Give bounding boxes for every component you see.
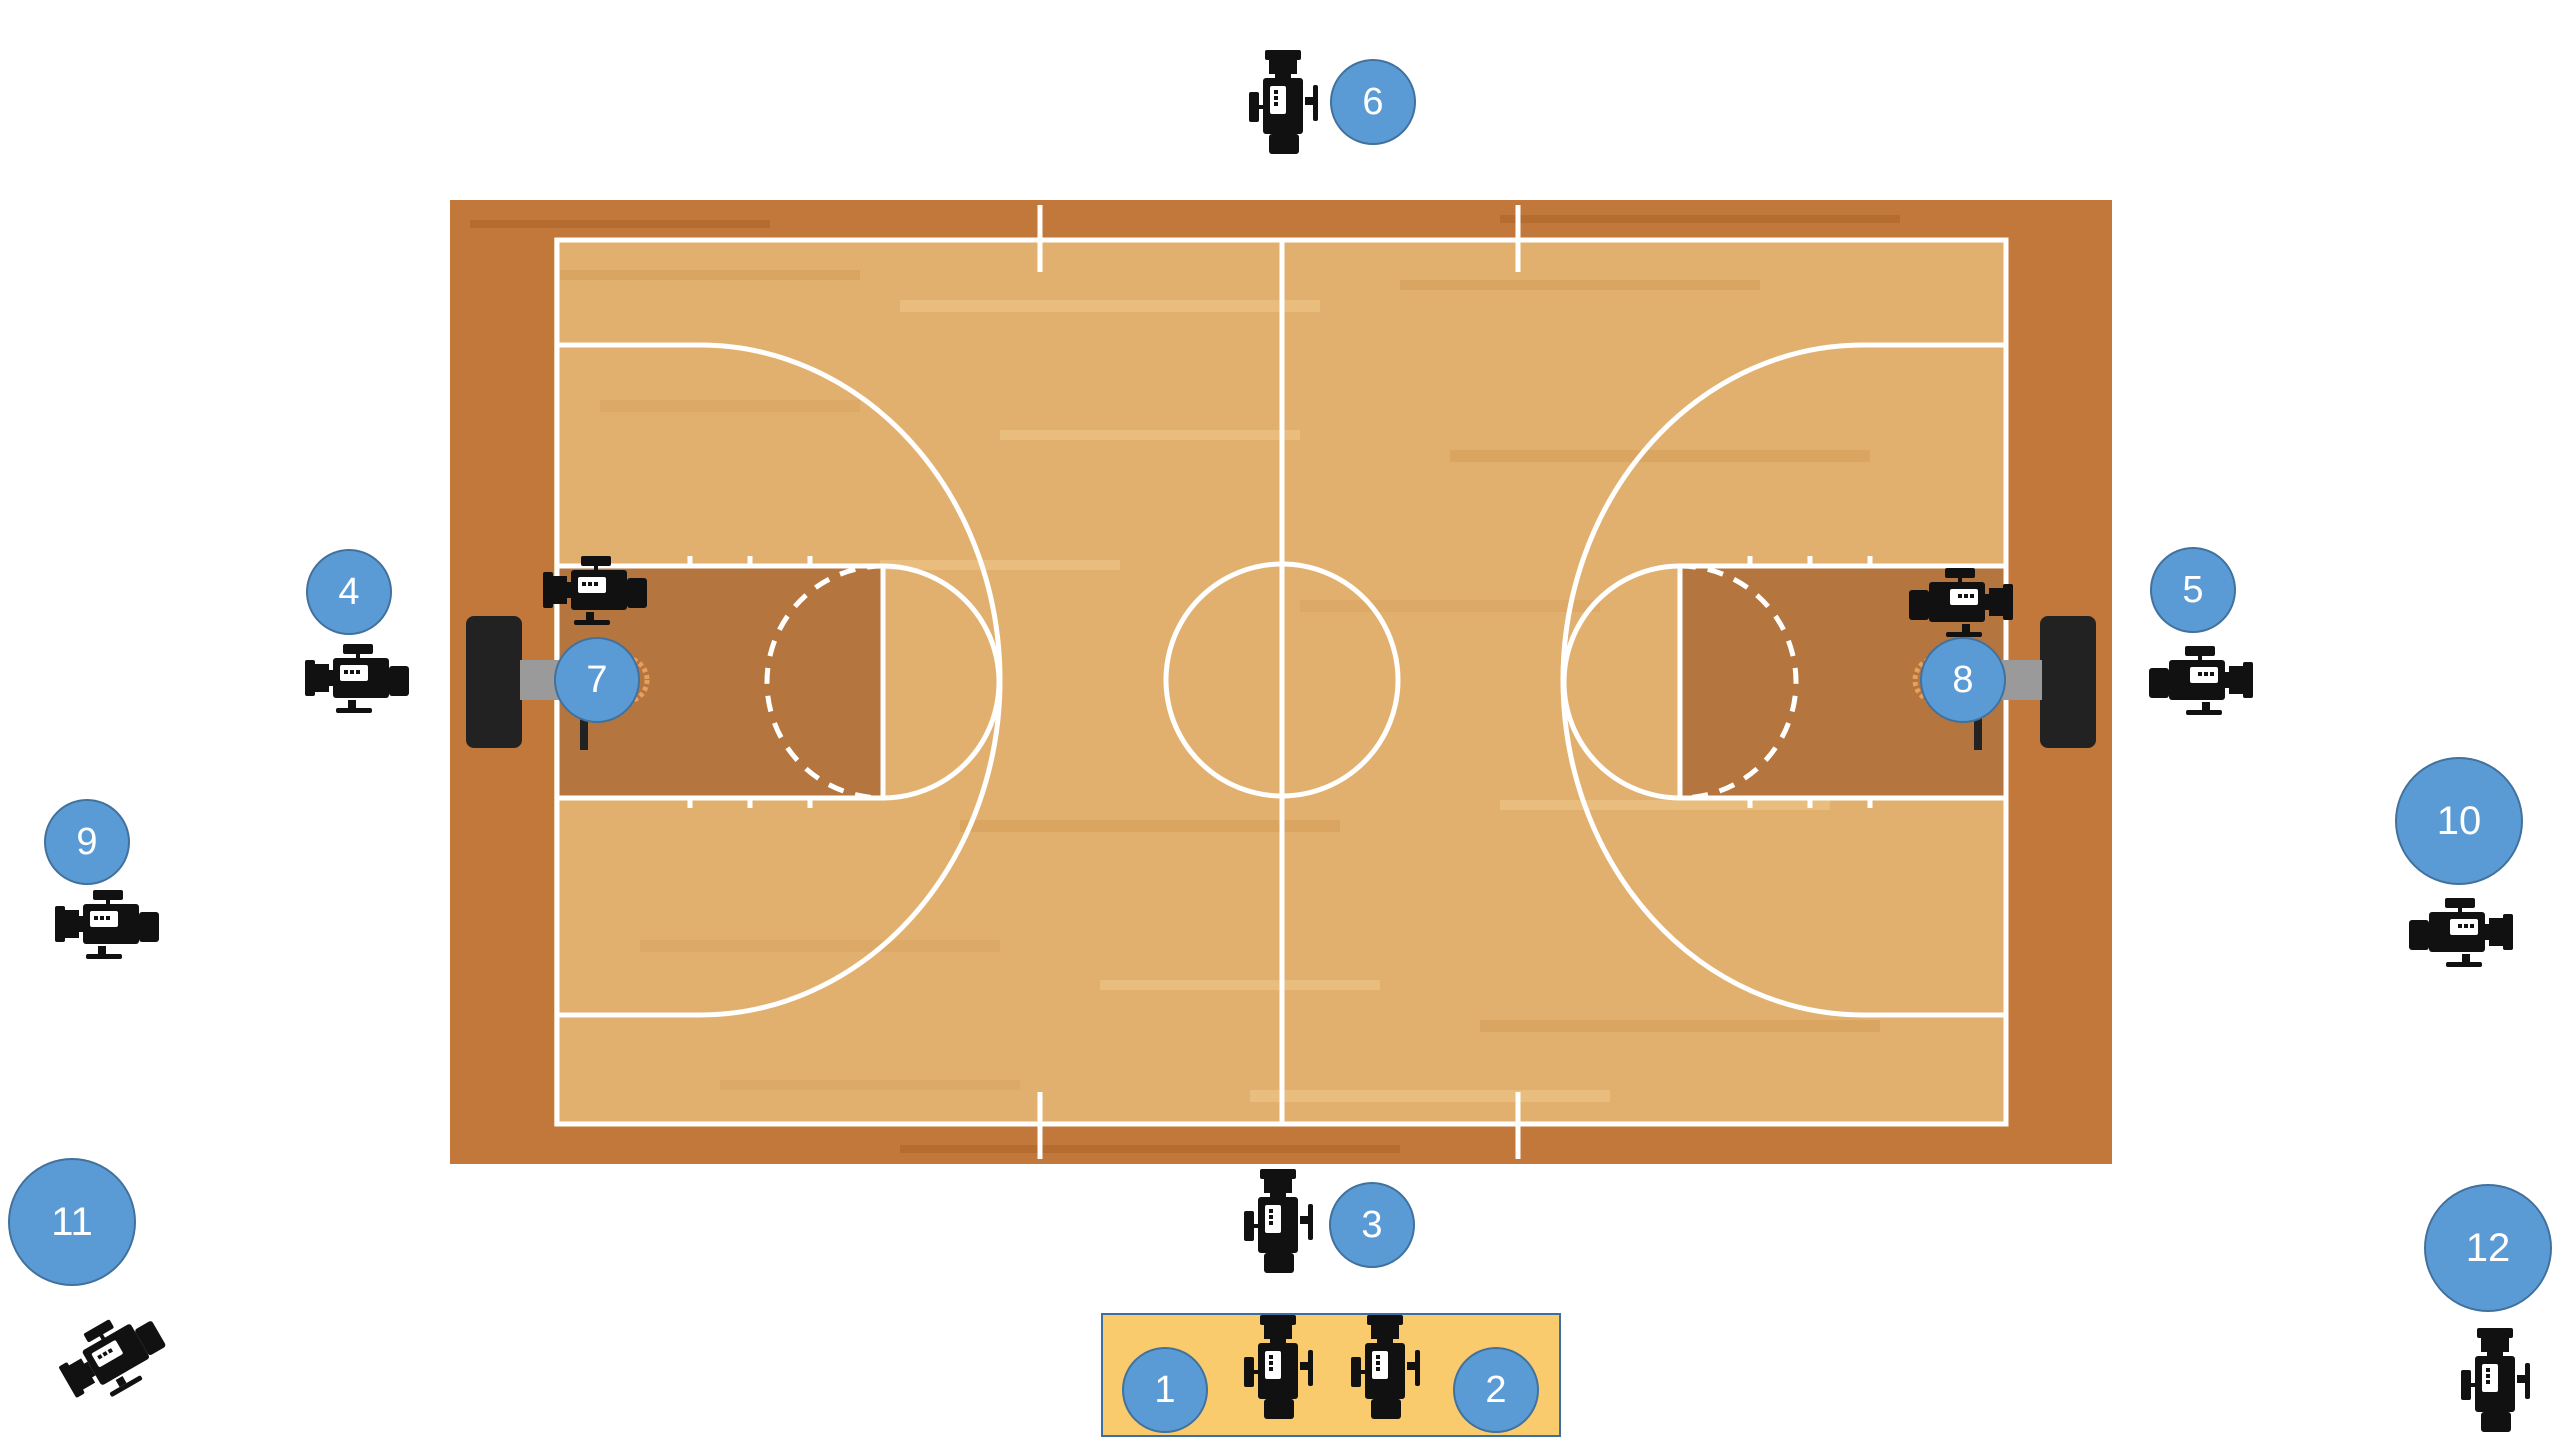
camera-badge-8: 8	[1921, 638, 2005, 722]
camera-number: 5	[2182, 569, 2203, 611]
camera-icon	[2409, 898, 2513, 967]
camera-badge-4: 4	[307, 550, 391, 634]
camera-number: 1	[1154, 1369, 1175, 1411]
camera-number: 2	[1485, 1369, 1506, 1411]
camera-badge-1: 1	[1123, 1348, 1207, 1432]
camera-badge-10: 10	[2396, 758, 2522, 884]
camera-icon	[55, 890, 159, 959]
camera-icon	[50, 1301, 175, 1413]
camera-badge-11: 11	[9, 1159, 135, 1285]
camera-badge-2: 2	[1454, 1348, 1538, 1432]
camera-number: 7	[586, 659, 607, 701]
camera-number: 12	[2466, 1226, 2511, 1270]
camera-badge-3: 3	[1330, 1183, 1414, 1267]
camera-badge-12: 12	[2425, 1185, 2551, 1311]
camera-icon	[2149, 646, 2253, 715]
basketball-court	[450, 200, 2112, 1164]
camera-icon	[1244, 1169, 1313, 1273]
camera-icon	[1249, 50, 1318, 154]
camera-icon	[2461, 1328, 2530, 1432]
camera-number: 9	[76, 821, 97, 863]
camera-number: 11	[51, 1200, 93, 1244]
camera-icon	[305, 644, 409, 713]
camera-number: 6	[1362, 81, 1383, 123]
camera-badge-9: 9	[45, 800, 129, 884]
camera-number: 3	[1361, 1204, 1382, 1246]
camera-number: 10	[2437, 799, 2482, 843]
camera-number: 8	[1952, 659, 1973, 701]
camera-badge-5: 5	[2151, 548, 2235, 632]
camera-badge-6: 6	[1331, 60, 1415, 144]
camera-badge-7: 7	[555, 638, 639, 722]
camera-number: 4	[338, 571, 359, 613]
